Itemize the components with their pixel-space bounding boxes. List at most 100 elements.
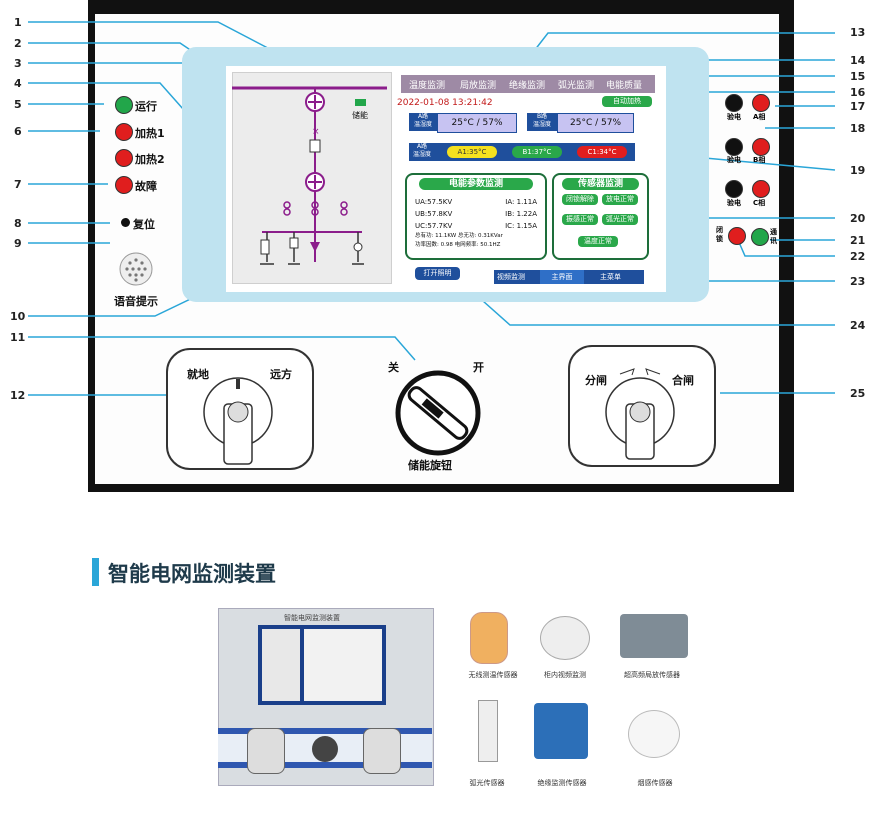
- heat2-label: 加热2: [135, 153, 165, 166]
- phase-c-label: C相: [753, 199, 766, 207]
- callout-4: 4: [14, 77, 22, 90]
- energy-footer-1: 总有功: 11.1KW 总无功: 0.31KVar: [415, 233, 503, 239]
- open-light-button[interactable]: 打开照明: [415, 267, 460, 280]
- open-close-knob-icon: [605, 368, 675, 460]
- uhf-pd-sensor-photo: [620, 614, 688, 658]
- speaker-icon: [119, 252, 153, 286]
- smoke-sensor-photo: [628, 710, 680, 758]
- energy-footer-2: 功率因数: 0.98 电网频率: 50.1HZ: [415, 242, 501, 248]
- callout-25: 25: [850, 387, 866, 400]
- open-label: 分闸: [585, 374, 607, 387]
- temp-b1: B1:37°C: [512, 146, 562, 158]
- callout-9: 9: [14, 237, 22, 250]
- photo-knob-middle: [312, 736, 338, 762]
- product-label-3: 超高频局放传感器: [624, 671, 680, 679]
- local-remote-knob-icon: [203, 377, 273, 465]
- local-label: 就地: [187, 368, 209, 381]
- phase-a-icon: [752, 94, 770, 112]
- callout-2: 2: [14, 37, 22, 50]
- section-heading: 智能电网监测装置: [108, 562, 276, 586]
- callout-6: 6: [14, 125, 22, 138]
- on-label: 开: [473, 361, 484, 374]
- b-line-humidity-value: 25°C / 57%: [557, 113, 634, 133]
- product-label-4: 弧光传感器: [469, 779, 505, 787]
- callout-10: 10: [10, 310, 26, 323]
- callout-12: 12: [10, 389, 26, 402]
- phase-b-icon: [752, 138, 770, 156]
- tab-menu[interactable]: 主菜单: [600, 273, 621, 281]
- callout-21: 21: [850, 234, 866, 247]
- callout-13: 13: [850, 26, 866, 39]
- wireless-temp-sensor-photo: [470, 612, 508, 664]
- heat1-label: 加热1: [135, 127, 165, 140]
- test-b-label: 验电: [727, 156, 741, 164]
- storage-label: 储能: [352, 111, 368, 120]
- b-line-humidity-label: B路 温湿度: [527, 113, 557, 131]
- test-a-label: 验电: [727, 113, 741, 121]
- temp-c1: C1:34°C: [577, 146, 627, 158]
- photo-knob-right: [363, 728, 401, 774]
- tab-video[interactable]: 视频监测: [497, 273, 525, 281]
- storage-knob-label: 储能旋钮: [408, 459, 452, 472]
- sensor-vibration-normal[interactable]: 振感正常: [562, 214, 598, 225]
- single-line-diagram-drawing: ×: [232, 86, 387, 265]
- callout-22: 22: [850, 250, 866, 263]
- comm-indicator-icon: [751, 228, 769, 246]
- callout-16: 16: [850, 86, 866, 99]
- energy-title: 电能参数监测: [419, 178, 533, 190]
- sensor-temp-normal[interactable]: 温度正常: [578, 236, 618, 247]
- callout-15: 15: [850, 70, 866, 83]
- test-a-icon: [725, 94, 743, 112]
- callout-3: 3: [14, 57, 22, 70]
- tab-power-quality[interactable]: 电能质量: [606, 81, 643, 91]
- test-c-icon: [725, 180, 743, 198]
- voice-prompt-label: 语音提示: [114, 295, 158, 308]
- reset-label: 复位: [133, 218, 155, 231]
- callout-11: 11: [10, 331, 26, 344]
- sensor-lock-release[interactable]: 闭锁解除: [562, 194, 598, 205]
- a-line-humidity-value: 25°C / 57%: [437, 113, 517, 133]
- reset-button-icon[interactable]: [121, 218, 130, 227]
- tab-insulation[interactable]: 绝缘监测: [509, 81, 546, 91]
- callout-1: 1: [14, 16, 22, 29]
- device-photo-data: [304, 629, 382, 701]
- a-line-humidity-label: A路 温湿度: [409, 113, 437, 131]
- sensor-arc-normal[interactable]: 弧光正常: [602, 214, 638, 225]
- photo-knob-left: [247, 728, 285, 774]
- callout-20: 20: [850, 212, 866, 225]
- callout-5: 5: [14, 98, 22, 111]
- svg-text:×: ×: [312, 127, 320, 137]
- tab-arc[interactable]: 弧光监测: [558, 81, 595, 91]
- callout-17: 17: [850, 100, 866, 113]
- product-label-6: 烟感传感器: [637, 779, 673, 787]
- callout-19: 19: [850, 164, 866, 177]
- product-label-2: 柜内视频监测: [544, 671, 586, 679]
- phase-a-label: A相: [753, 113, 766, 121]
- heading-accent-bar: [92, 558, 99, 586]
- heat2-indicator-icon: [115, 149, 133, 167]
- tab-temperature[interactable]: 温度监测: [409, 81, 446, 91]
- phase-c-icon: [752, 180, 770, 198]
- tab-main[interactable]: 主界面: [540, 270, 584, 284]
- product-label-1: 无线测温传感器: [468, 671, 518, 679]
- fault-label: 故障: [135, 180, 157, 193]
- temp-a1: A1:35°C: [447, 146, 497, 158]
- test-c-label: 验电: [727, 199, 741, 207]
- sensor-discharge-normal[interactable]: 放电正常: [602, 194, 638, 205]
- test-b-icon: [725, 138, 743, 156]
- arc-sensor-photo: [478, 700, 498, 762]
- storage-indicator-icon: [355, 99, 366, 106]
- a-temp-label: A路 温湿度: [409, 143, 435, 161]
- phase-b-label: B相: [753, 156, 766, 164]
- device-photo-diagram: [262, 629, 300, 701]
- screen-tab-bar: 温度监测 局放监测 绝缘监测 弧光监测 电能质量: [401, 75, 655, 93]
- run-indicator-icon: [115, 96, 133, 114]
- storage-knob-icon[interactable]: [393, 368, 483, 458]
- auto-heat-button[interactable]: 自动加热: [602, 96, 652, 107]
- callout-24: 24: [850, 319, 866, 332]
- tab-partial-discharge[interactable]: 局放监测: [460, 81, 497, 91]
